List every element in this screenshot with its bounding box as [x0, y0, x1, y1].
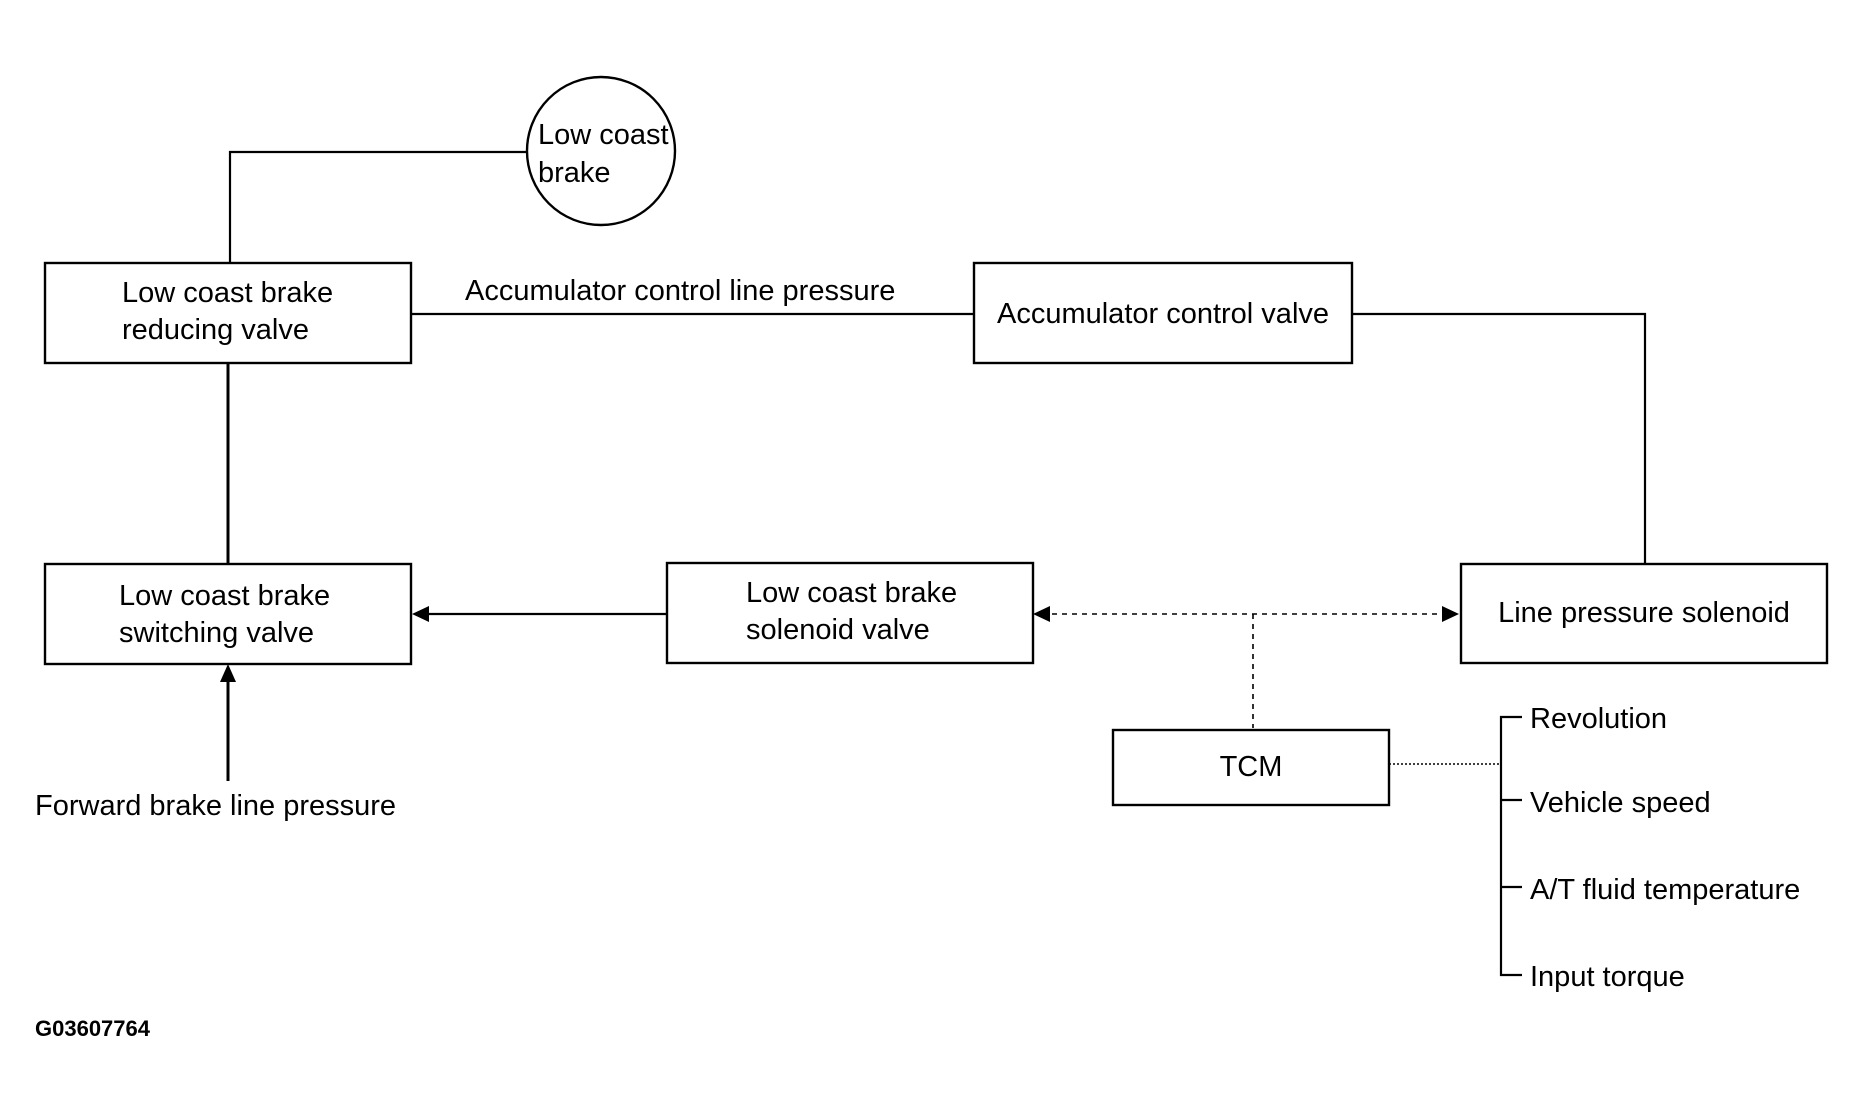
tcm-label: TCM [1220, 751, 1283, 783]
tcm-input-revolution: Revolution [1530, 703, 1667, 735]
input-bracket [1499, 715, 1522, 977]
tcm-input-fluid-temperature: A/T fluid temperature [1530, 874, 1800, 906]
connector-accumulator-to-solenoid [1351, 312, 1647, 564]
accumulator-valve-label: Accumulator control valve [997, 298, 1329, 330]
solenoid-valve-label-1: Low coast brake [746, 577, 957, 609]
switching-valve-label-2: switching valve [119, 617, 314, 649]
reducing-valve-label-2: reducing valve [122, 314, 309, 346]
arrowhead-right-icon [1442, 606, 1459, 622]
solenoid-valve-label-2: solenoid valve [746, 614, 930, 646]
accumulator-valve-box [972, 261, 1354, 365]
switching-valve-box [43, 562, 413, 666]
arrowhead-left-icon [1033, 606, 1050, 622]
tcm-input-vehicle-speed: Vehicle speed [1530, 787, 1711, 819]
reducing-valve-box [43, 261, 413, 365]
forward-brake-label: Forward brake line pressure [35, 790, 396, 822]
solenoid-valve-box [665, 561, 1035, 665]
figure-code: G03607764 [35, 1016, 151, 1041]
reducing-valve-label-1: Low coast brake [122, 277, 333, 309]
arrowhead-left-icon [412, 606, 429, 622]
accumulator-line-label: Accumulator control line pressure [465, 275, 895, 307]
low-coast-brake-circle [525, 75, 677, 227]
low-coast-brake-label-1: Low coast [538, 119, 669, 151]
tcm-box [1111, 728, 1391, 807]
line-pressure-solenoid-label: Line pressure solenoid [1498, 597, 1790, 629]
arrowhead-up-icon [220, 664, 236, 682]
switching-valve-label-1: Low coast brake [119, 580, 330, 612]
line-pressure-solenoid-box [1459, 562, 1829, 665]
low-coast-brake-label-2: brake [538, 157, 611, 189]
connector-reducing-to-brake [228, 150, 527, 263]
tcm-input-input-torque: Input torque [1530, 961, 1685, 993]
